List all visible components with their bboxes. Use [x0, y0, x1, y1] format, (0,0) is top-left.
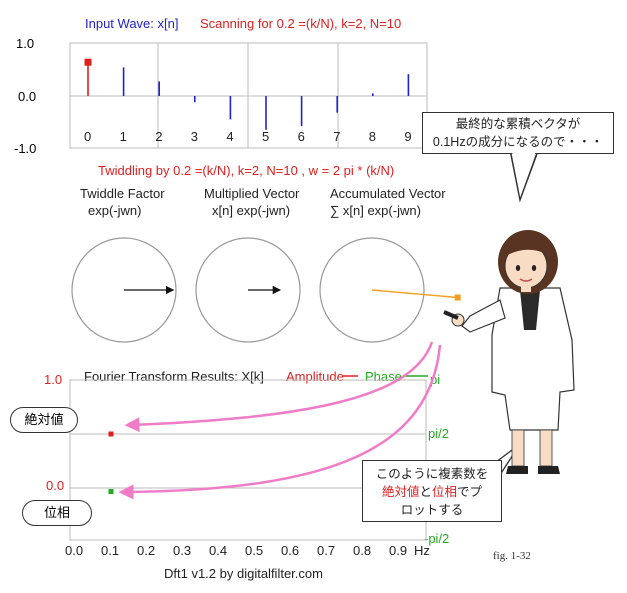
x-tick-1: 0.1	[101, 543, 120, 558]
arrow-to-phase	[118, 344, 442, 500]
bottom-bubble-line2: 絶対値と位相でプ	[363, 483, 501, 501]
phase-point	[108, 489, 114, 494]
credit-text: Dft1 v1.2 by digitalfilter.com	[164, 566, 323, 581]
arrow-to-amplitude	[124, 341, 434, 433]
x-tick-5: 0.5	[245, 543, 264, 558]
x-tick-3: 0.3	[173, 543, 192, 558]
res-y-right-negpi2: -pi/2	[424, 531, 450, 546]
x-tick-8: 0.8	[353, 543, 372, 558]
phase-value-label: 位相	[22, 500, 92, 526]
multiplied-vector-label: Multiplied Vector	[204, 186, 300, 201]
x-tick-2: 0.2	[137, 543, 156, 558]
x-tick-9: 0.9	[389, 543, 408, 558]
top-y-tick-neg1: -1.0	[14, 141, 37, 156]
res-y-tick-1: 1.0	[44, 372, 63, 387]
n-label-7: 7	[333, 129, 341, 144]
vector-accumulated-tip	[454, 294, 461, 301]
fig-label: fig. 1-32	[493, 550, 531, 562]
multiplied-circle	[195, 237, 301, 343]
stem-marker-0	[84, 58, 92, 66]
res-y-right-pi: pi	[430, 372, 441, 387]
vector-accumulated	[371, 289, 458, 299]
top-y-tick-0: 0.0	[18, 89, 37, 104]
n-label-4: 4	[226, 129, 234, 144]
accumulated-circle	[319, 237, 425, 343]
amplitude-point	[108, 431, 114, 437]
bottom-bubble-phase: 位相	[432, 485, 458, 499]
top-bubble-line1: 最終的な累積ベクタが	[455, 117, 581, 131]
x-tick-4: 0.4	[209, 543, 228, 558]
x-tick-7: 0.7	[317, 543, 336, 558]
n-label-3: 3	[190, 129, 199, 144]
twiddle-circle	[71, 237, 177, 343]
scan-title: Scanning for 0.2 =(k/N), k=2, N=10	[200, 16, 402, 31]
twiddle-factor-formula: exp(-jwn)	[88, 203, 142, 218]
multiplied-vector-formula: x[n] exp(-jwn)	[212, 203, 291, 218]
abs-value-label: 絶対値	[10, 407, 78, 433]
n-label-1: 1	[119, 129, 127, 144]
n-label-9: 9	[404, 129, 412, 144]
bottom-bubble-line3: ロットする	[400, 503, 464, 517]
top-y-tick-1: 1.0	[16, 36, 35, 51]
top-bubble-line2: 0.1Hzの成分になるので・・・	[432, 135, 604, 149]
n-label-0: 0	[84, 129, 92, 144]
twiddle-factor-label: Twiddle Factor	[80, 186, 165, 201]
accumulated-vector-label: Accumulated Vector	[330, 186, 446, 201]
bottom-bubble-line1: このように複素数を	[375, 467, 489, 481]
n-label-6: 6	[297, 129, 305, 144]
bottom-bubble-to: と	[419, 485, 432, 499]
top-grid	[69, 42, 428, 149]
twiddle-title: Twiddling by 0.2 =(k/N), k=2, N=10 , w =…	[98, 163, 395, 178]
bottom-bubble-abs: 絶対値	[381, 485, 420, 499]
bottom-bubble-de: でプ	[457, 485, 483, 499]
res-y-right-pi2: pi/2	[428, 426, 449, 441]
bottom-speech-bubble: このように複素数を 絶対値と位相でプ ロットする	[362, 460, 502, 522]
n-label-2: 2	[155, 129, 163, 144]
x-unit-label: Hz	[414, 543, 430, 558]
input-wave-title: Input Wave: x[n]	[85, 16, 179, 31]
accumulated-vector-formula: ∑ x[n] exp(-jwn)	[330, 203, 421, 218]
x-tick-6: 0.6	[281, 543, 300, 558]
x-tick-0: 0.0	[65, 543, 84, 558]
n-label-5: 5	[262, 129, 270, 144]
res-y-tick-0: 0.0	[46, 478, 65, 493]
n-label-8: 8	[368, 129, 377, 144]
